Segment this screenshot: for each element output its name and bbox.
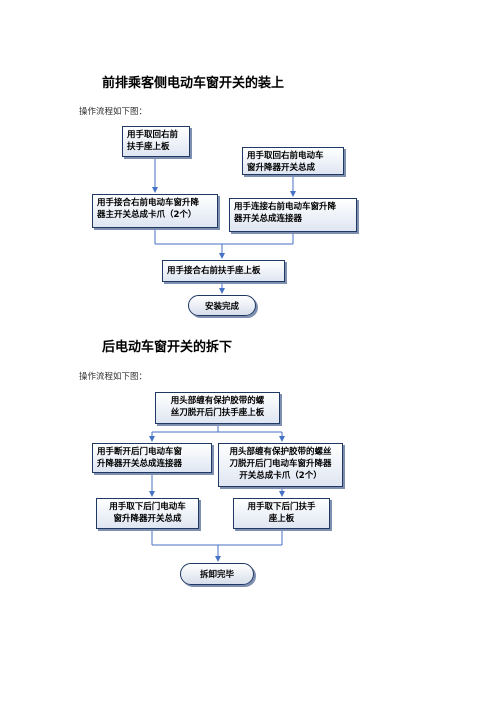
s2-step2: 用手断开后门电动车窗 升降器开关总成连接器 — [92, 443, 212, 473]
s2-end: 拆卸完毕 — [180, 563, 254, 585]
s1-step4: 用手连接右前电动车窗升降 器开关总成连接器 — [229, 198, 357, 232]
s2-step5: 用手取下后门扶手 座上板 — [233, 498, 330, 529]
section1-caption: 操作流程如下图： — [79, 107, 148, 117]
s1-end: 安装完成 — [188, 295, 256, 316]
s1-step3: 用手接合右前电动车窗升降 器主开关总成卡爪（2个） — [92, 194, 218, 228]
s2-step3: 用头部缠有保护胶带的螺丝 刀脱开后门电动车窗升降器 开关总成卡爪（2个） — [218, 443, 343, 487]
s1-step1: 用手取回右前 扶手座上板 — [122, 126, 190, 157]
section2-title: 后电动车窗开关的拆下 — [102, 340, 233, 355]
s1-step5: 用手接合右前扶手座上板 — [162, 260, 285, 282]
s1-step2: 用手取回右前电动车 窗升降器开关总成 — [242, 147, 344, 175]
s2-step1: 用头部缠有保护胶带的螺 丝刀脱开后门扶手座上板 — [155, 392, 280, 424]
section2-caption: 操作流程如下图： — [79, 372, 148, 382]
s2-step4: 用手取下后门电动车 窗升降器开关总成 — [96, 498, 199, 529]
section1-title: 前排乘客侧电动车窗开关的装上 — [102, 76, 285, 91]
